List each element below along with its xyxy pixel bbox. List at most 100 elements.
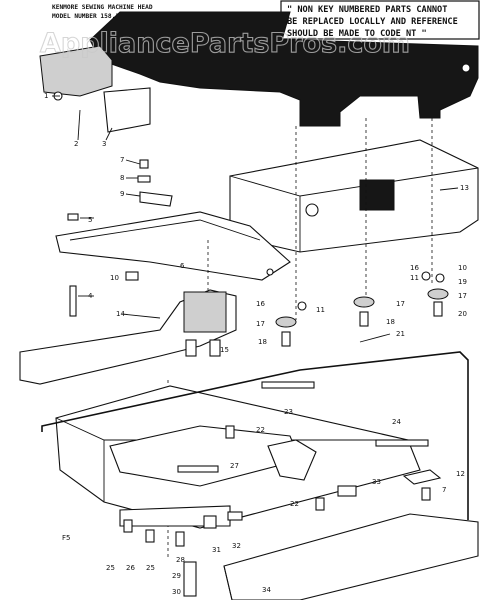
washer-16 [297,301,307,311]
hinge-pin-27 [177,465,219,473]
callout-17b: 17 [396,300,405,308]
bracket [139,191,173,207]
callout-10a: 10 [110,274,119,282]
arm-block [183,291,227,333]
callout-12: 12 [456,470,465,478]
callout-1: 1 [44,92,48,100]
callout-3: 3 [102,140,106,148]
callout-28: 28 [176,556,185,564]
callout-20: 20 [458,310,467,318]
clip-33 [337,485,357,497]
cover-panel [223,513,479,600]
washer-5 [67,213,79,221]
callout-7b: 7 [442,486,446,494]
bolt-6 [69,285,77,317]
base-label-plate [359,179,395,211]
base-bed [229,139,479,253]
callout-14: 14 [116,310,125,318]
callout-27: 27 [230,462,239,470]
header-line-1: KENMORE SEWING MACHINE HEAD [52,4,153,11]
hinge-bracket [267,439,317,481]
note-line-3: SHOULD BE MADE TO CODE NT " [287,29,427,39]
post-29-30 [183,561,197,597]
machine-head [39,11,479,133]
callout-32: 32 [232,542,241,550]
note-line-1: " NON KEY NUMBERED PARTS CANNOT [287,5,447,15]
bracket-32 [227,511,243,521]
header-line-2: MODEL NUMBER 158.15410 [52,13,134,20]
cabinet-base-plate [55,381,429,529]
screw-18a [281,331,291,347]
callout-25b: 25 [146,564,155,572]
bolt-15 [185,339,197,357]
note-line-2: BE REPLACED LOCALLY AND REFERENCE [287,17,458,27]
bed-extension-arm [19,289,237,385]
callout-22b: 22 [290,500,299,508]
foot-17b [353,296,375,308]
screw-25a [123,519,133,533]
callout-25a: 25 [106,564,115,572]
foot-17a [275,316,297,328]
callout-19: 19 [458,278,467,286]
callout-24: 24 [392,418,401,426]
callout-11b: 11 [410,274,419,282]
callout-16b: 16 [410,264,419,272]
screw-20 [433,301,443,317]
callout-10b: 10 [458,264,467,272]
hinge-pin-23 [261,381,315,389]
nut-11 [421,271,431,281]
spring-washer [137,175,151,183]
nut-10 [125,271,139,281]
callout-34: 34 [262,586,271,594]
callout-15: 15 [220,346,229,354]
watermark: AppliancePartsPros.com [40,28,410,59]
callout-5: 5 [88,216,92,224]
callout-18a: 18 [258,338,267,346]
latch-31 [203,515,217,529]
callout-22a: 22 [256,426,265,434]
washer-19 [435,273,445,283]
bolt-15b [209,339,221,357]
set-screw [139,159,149,169]
figure-code: F5 [62,534,70,542]
callout-30: 30 [172,588,181,596]
screw-25b [145,529,155,543]
screw-28 [175,531,185,547]
feet-grommets [275,271,449,347]
callout-23: 23 [284,408,293,416]
callout-9: 9 [120,190,124,198]
hinge-pin-24 [375,439,429,447]
reference-note-box: " NON KEY NUMBERED PARTS CANNOT BE REPLA… [280,0,480,40]
screw-18b [359,311,369,327]
callout-21: 21 [396,330,405,338]
callout-7a: 7 [120,156,124,164]
screw-22a [225,425,235,439]
callout-31: 31 [212,546,221,554]
clip-12 [402,469,442,485]
foot-20 [427,288,449,300]
front-strip [119,505,231,527]
head-end-cap [39,45,113,97]
callout-26: 26 [126,564,135,572]
callout-11a: 11 [316,306,325,314]
bed-plate-frame [55,211,291,281]
assembly-outline-21 [41,351,469,520]
callout-labels: 1 2 3 4 5 6 7 7 8 9 10 10 11 11 12 13 14… [44,92,469,596]
small-parts-left [67,159,173,317]
face-plate [103,87,151,133]
base-hole [305,203,319,217]
screw-22b [315,497,325,511]
callout-2: 2 [74,140,78,148]
callout-8: 8 [120,174,124,182]
callout-29: 29 [172,572,181,580]
callout-18b: 18 [386,318,395,326]
leader-lines [52,95,459,343]
callout-17a: 17 [256,320,265,328]
screw-1 [461,63,471,73]
callout-13: 13 [460,184,469,192]
screw-7b [421,487,431,501]
callout-33: 33 [372,478,381,486]
lower-hardware [123,425,442,597]
callout-16a: 16 [256,300,265,308]
